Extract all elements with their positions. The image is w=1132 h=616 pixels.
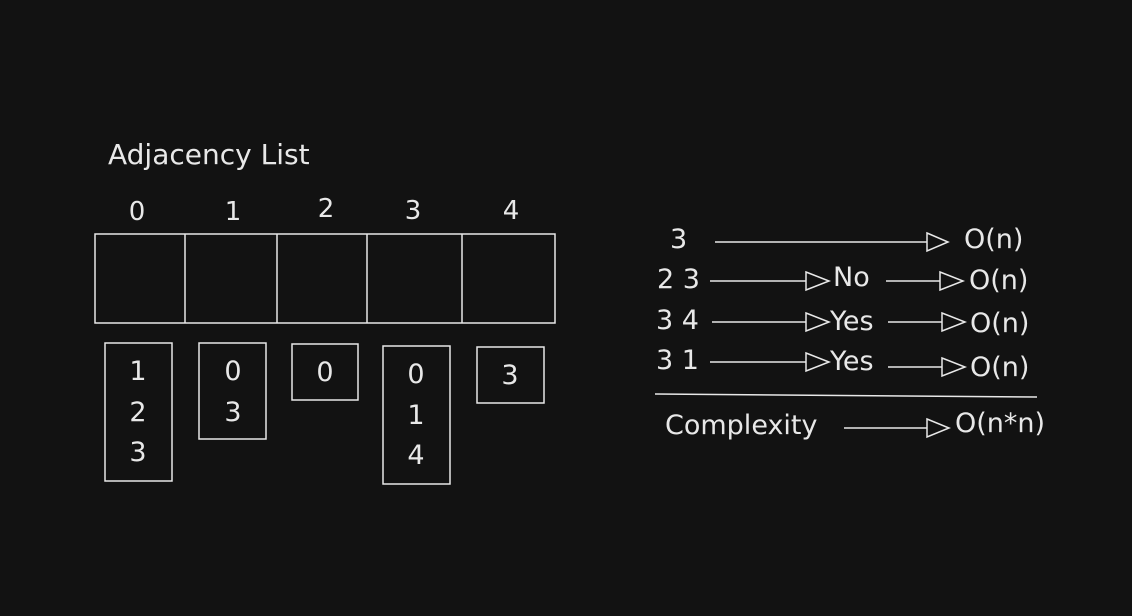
list-0-value: 1 (129, 356, 147, 387)
list-1-value: 3 (224, 397, 242, 428)
list-3-value: 1 (407, 400, 425, 431)
row-middle-label: Yes (830, 346, 874, 377)
row-left-label: 3 (670, 224, 688, 255)
list-box-3 (382, 345, 451, 485)
row-left-label: 3 1 (656, 345, 699, 376)
arrow-head (926, 231, 950, 253)
index-label-1: 1 (224, 197, 242, 227)
list-box-4 (476, 346, 545, 404)
row-middle-label: Yes (830, 306, 874, 337)
index-label-3: 3 (404, 196, 422, 226)
list-2-value: 0 (316, 357, 334, 388)
arrow-head (926, 417, 951, 439)
index-label-0: 0 (128, 197, 146, 227)
list-box-2 (291, 343, 359, 401)
list-box-1 (198, 342, 267, 440)
index-label-4: 4 (502, 196, 520, 226)
list-4-value: 3 (501, 360, 519, 391)
row-result: O(n) (969, 265, 1029, 296)
row-left-label: 2 3 (657, 264, 700, 295)
list-1-value: 0 (224, 356, 242, 387)
arrow-head (939, 270, 966, 292)
index-label-2: 2 (317, 194, 335, 224)
row-result: O(n) (970, 352, 1030, 383)
array-box (94, 233, 556, 324)
arrow-head (805, 351, 832, 373)
list-3-value: 0 (407, 359, 425, 390)
row-result: O(n) (964, 224, 1024, 255)
complexity-result: O(n*n) (955, 408, 1046, 439)
row-middle-label: No (833, 262, 870, 293)
complexity-label: Complexity (665, 410, 818, 441)
list-box-0 (104, 342, 173, 482)
arrow-head (805, 311, 832, 333)
separator-line (654, 393, 1038, 398)
arrow-head (941, 356, 968, 378)
arrow-head (941, 311, 968, 333)
arrow-head (805, 270, 832, 292)
page-title: Adjacency List (108, 138, 310, 171)
list-0-value: 2 (129, 397, 147, 428)
list-3-value: 4 (407, 440, 425, 471)
row-result: O(n) (970, 308, 1030, 339)
row-left-label: 3 4 (656, 305, 699, 336)
list-0-value: 3 (129, 437, 147, 468)
